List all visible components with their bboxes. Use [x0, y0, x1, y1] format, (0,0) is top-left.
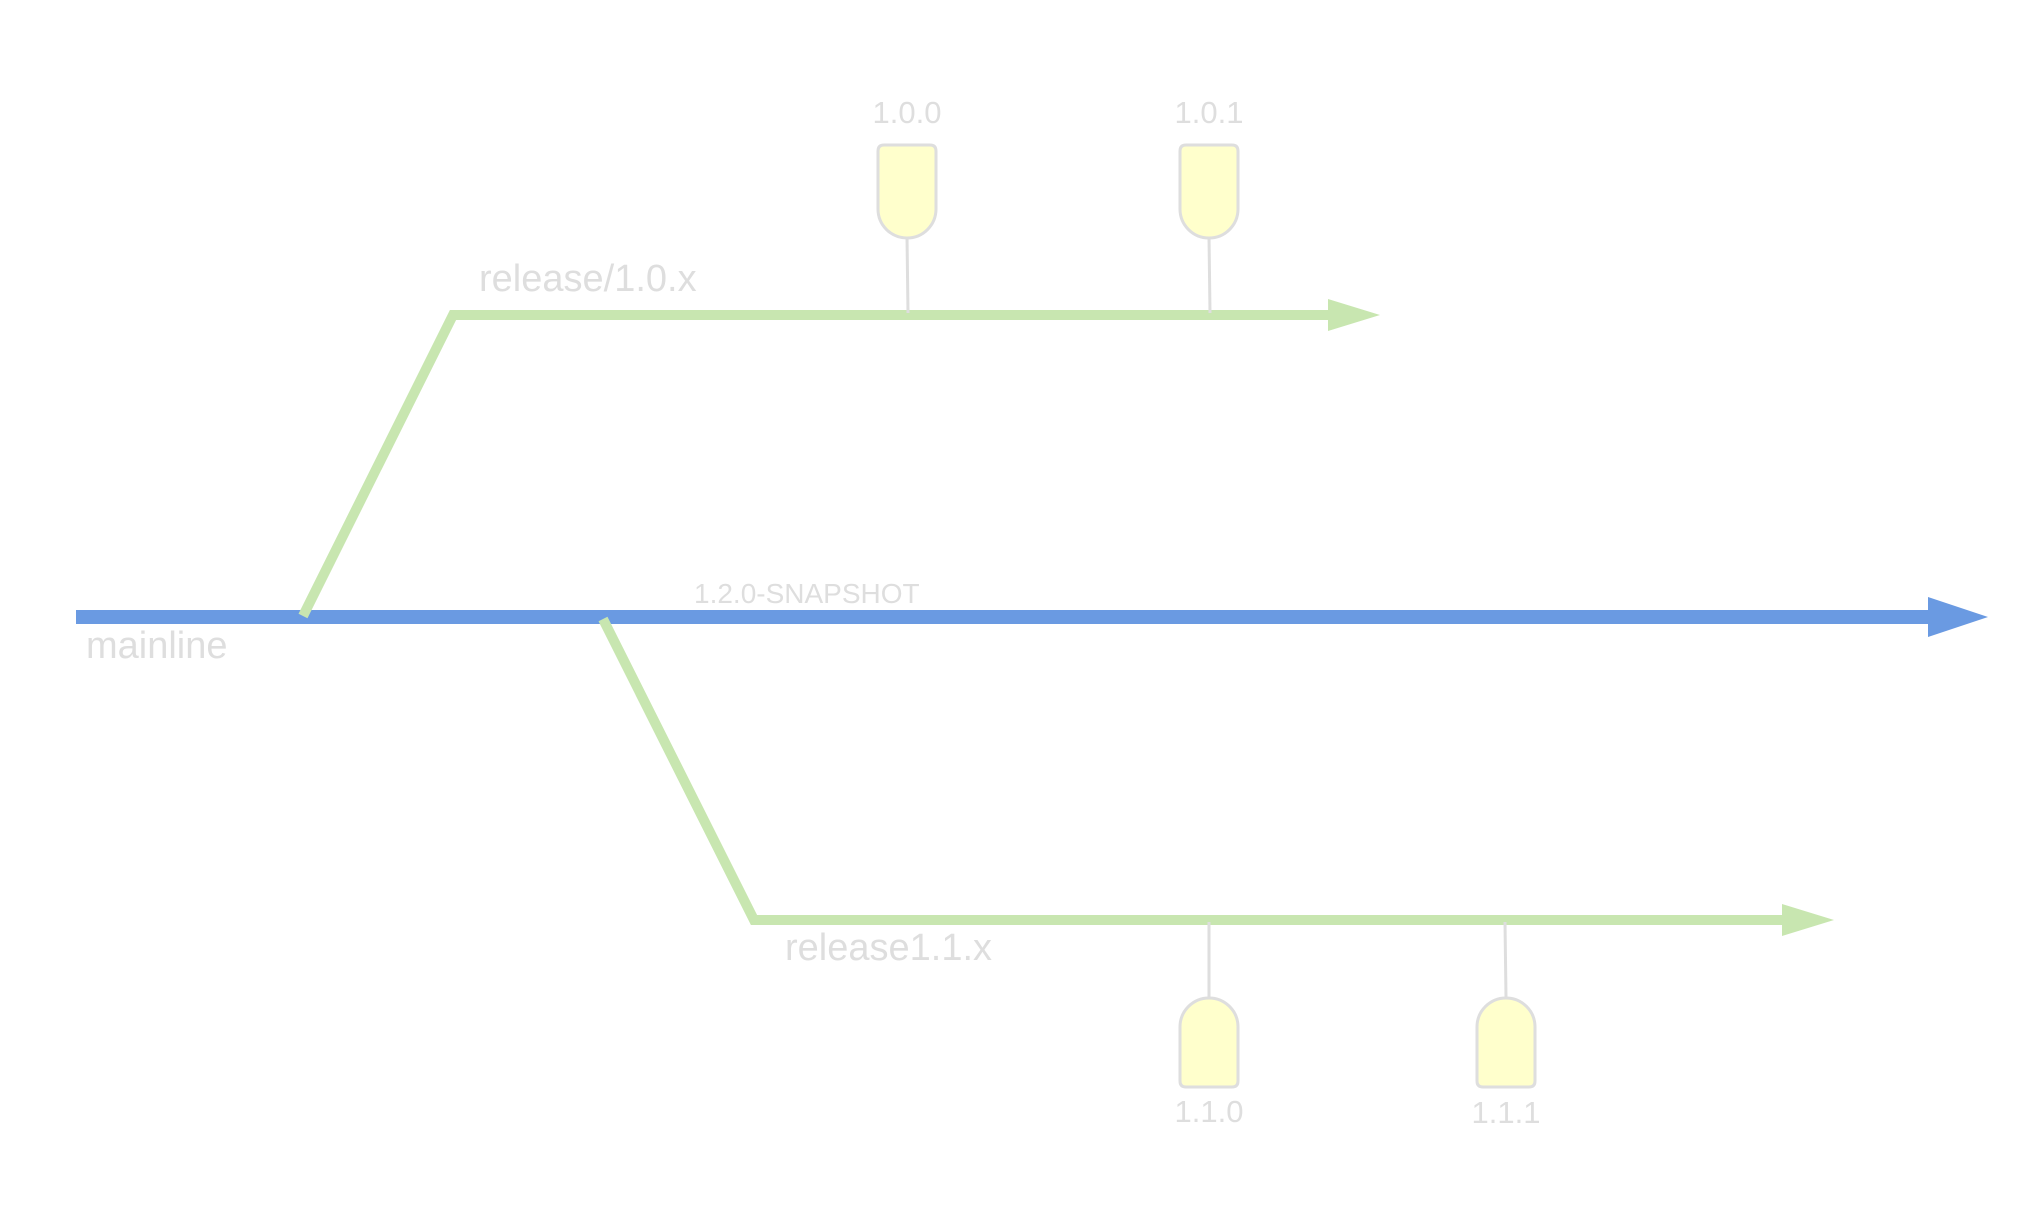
mainline-arrowhead — [1928, 597, 1988, 637]
tag-label: 1.1.0 — [1175, 1094, 1244, 1129]
release-1-0-label: release/1.0.x — [479, 258, 697, 300]
mainline-version-label: 1.2.0-SNAPSHOT — [694, 578, 920, 609]
tag-connector — [905, 235, 910, 314]
tag-1-1-1: 1.1.1 — [1472, 921, 1541, 1130]
release-1-0-branch: release/1.0.x 1.0.0 1.0.1 — [298, 95, 1380, 619]
release-1-0-line — [298, 310, 1340, 619]
tag-marker — [876, 143, 938, 240]
mainline-label: mainline — [86, 625, 228, 667]
release-1-1-branch: release1.1.x 1.1.0 1.1.1 — [598, 616, 1834, 1130]
tag-1-0-0: 1.0.0 — [873, 95, 942, 314]
tag-1-1-0: 1.1.0 — [1175, 922, 1244, 1129]
mainline-branch: mainline 1.2.0-SNAPSHOT — [76, 578, 1988, 667]
tag-connector — [1503, 921, 1508, 999]
release-1-1-arrowhead — [1782, 904, 1834, 936]
release-1-1-label: release1.1.x — [785, 927, 992, 969]
tag-label: 1.1.1 — [1472, 1095, 1541, 1130]
release-1-1-line — [598, 616, 1795, 925]
tag-label: 1.0.0 — [873, 95, 942, 130]
tag-connector — [1207, 235, 1212, 314]
tag-label: 1.0.1 — [1175, 95, 1244, 130]
tag-1-0-1: 1.0.1 — [1175, 95, 1244, 314]
tag-marker — [1178, 143, 1240, 240]
tag-marker — [1475, 996, 1537, 1089]
release-1-0-arrowhead — [1328, 299, 1380, 331]
tag-marker — [1178, 996, 1240, 1089]
